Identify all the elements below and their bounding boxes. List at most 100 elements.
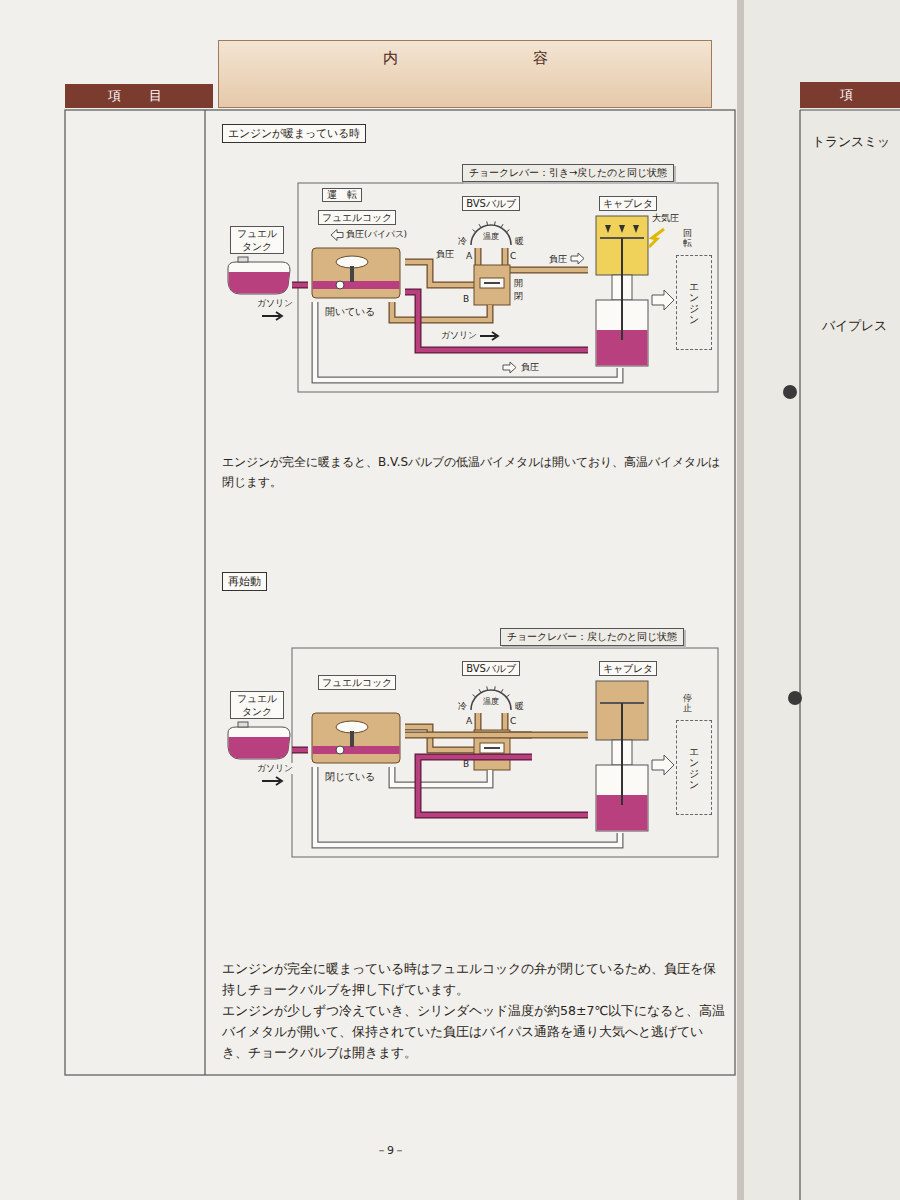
carburetor: キャブレタ — [588, 661, 668, 833]
scale-label: 冷 — [458, 701, 467, 712]
component-label: BVSバルブ — [462, 196, 520, 211]
scale-label: 暖 — [515, 236, 524, 247]
table-rule — [204, 110, 205, 1075]
state-label: 停止 — [683, 694, 692, 714]
column-header: 内 容 — [218, 40, 712, 108]
column-header: 項 — [800, 82, 900, 108]
table-rule — [799, 110, 800, 1200]
engine: エンジン — [676, 720, 712, 815]
pipe-line — [532, 267, 588, 274]
header-text: 項 目 — [108, 87, 170, 105]
state-label: 閉じている — [325, 771, 375, 783]
pipe-line — [392, 767, 490, 785]
pipe-label: ガソリン — [256, 298, 294, 309]
flow-arrow — [262, 777, 282, 785]
valve-pipe — [487, 305, 494, 312]
paper — [744, 0, 900, 1200]
pressure-arrows — [605, 225, 639, 233]
pipe-line — [292, 747, 308, 754]
pipe-line — [405, 732, 588, 739]
pipe-line — [418, 757, 588, 815]
pipe-line — [405, 262, 450, 285]
pipe — [532, 270, 588, 271]
pipe-line — [292, 748, 308, 753]
pipe — [392, 767, 490, 785]
component-label: フュエル タンク — [230, 226, 284, 254]
flow-arrow — [503, 362, 516, 373]
page-gap — [737, 0, 744, 1200]
valve-pipe — [488, 305, 493, 312]
column-header: 項 目 — [65, 84, 213, 108]
pipe — [405, 292, 588, 350]
scale-label: 冷 — [458, 236, 467, 247]
body-text: エンジンが完全に暖まると、B.V.Sバルブの低温バイメタルは開いており、高温バイ… — [222, 452, 722, 492]
choke-state-label: チョークレバー：引き→戻したのと同じ状態 — [462, 164, 674, 182]
state-label: 閉 — [514, 291, 523, 302]
pipe-line — [405, 292, 588, 350]
port-label: C — [510, 716, 516, 727]
component-label: BVSバルブ — [462, 661, 520, 676]
pipe-label: ガソリン — [256, 763, 294, 774]
fuel-cock: フュエルコック — [308, 210, 405, 302]
pipe-label: 負圧(バイパス) — [345, 229, 408, 240]
flow-arrow — [480, 332, 498, 340]
table-frame — [65, 110, 735, 1075]
pipe-line — [405, 292, 588, 350]
pipe — [392, 302, 490, 320]
air-arrow — [649, 229, 664, 247]
component-label: キャブレタ — [599, 196, 657, 211]
item-name: トランスミッ — [812, 134, 890, 149]
pressure-label: 大気圧 — [652, 213, 679, 224]
pipe-line — [315, 767, 620, 845]
port-label: A — [466, 251, 472, 262]
component-label: フュエルコック — [318, 210, 396, 225]
pipe-line — [532, 268, 588, 273]
mode-label: 運 転 — [322, 188, 362, 202]
page-number: －9－ — [376, 1144, 405, 1157]
header-text: 内 容 — [323, 49, 608, 68]
pipe-label: ガソリン — [440, 330, 478, 341]
state-label: 開 — [514, 278, 523, 289]
engine: エンジン — [676, 255, 712, 350]
state-label: 回転 — [683, 229, 692, 249]
bvs-valve: BVSバルブ — [450, 661, 532, 777]
pipe-line — [392, 767, 490, 785]
scale-label: 温度 — [483, 697, 499, 707]
pipe-label: 負圧 — [548, 254, 568, 265]
pipe-line — [315, 302, 620, 380]
pipe-line — [405, 733, 588, 738]
mode-text: 運 転 — [327, 189, 357, 200]
flow-arrow — [331, 230, 343, 241]
component-label: フュエルコック — [318, 675, 396, 690]
section-label: エンジンが暖まっている時 — [222, 124, 366, 143]
pressure-label: 負圧 — [436, 249, 454, 260]
pipe — [292, 750, 308, 751]
fuel-tank: フュエル タンク — [222, 226, 292, 294]
pipe — [405, 262, 450, 285]
component-label: キャブレタ — [599, 661, 657, 676]
pipe — [418, 757, 588, 815]
table-rule — [800, 109, 900, 110]
pipe-line — [315, 767, 620, 845]
component-label: エンジン — [689, 281, 699, 325]
section-text: エンジンが暖まっている時 — [228, 127, 360, 140]
body-text: エンジンが完全に暖まっている時はフュエルコックの弁が閉じているため、負圧を保持し… — [222, 958, 727, 1000]
section-text: 再始動 — [228, 575, 261, 588]
section-label: 再始動 — [222, 572, 267, 591]
binder-hole — [788, 691, 802, 705]
body-text: エンジンが少しずつ冷えていき、シリンダヘッド温度が約58±7℃以下になると、高温… — [222, 1000, 727, 1063]
state-text: チョークレバー：戻したのと同じ状態 — [507, 631, 677, 642]
paper — [0, 0, 737, 1200]
state-label: 開いている — [325, 306, 375, 318]
flow-arrow — [262, 312, 282, 320]
diagram-drawing — [228, 221, 674, 366]
state-text: チョークレバー：引き→戻したのと同じ状態 — [469, 167, 667, 178]
pipe-line — [418, 757, 588, 815]
item-name: バイプレス — [822, 318, 887, 333]
flow-arrow — [571, 253, 584, 264]
port-label: C — [510, 251, 516, 262]
